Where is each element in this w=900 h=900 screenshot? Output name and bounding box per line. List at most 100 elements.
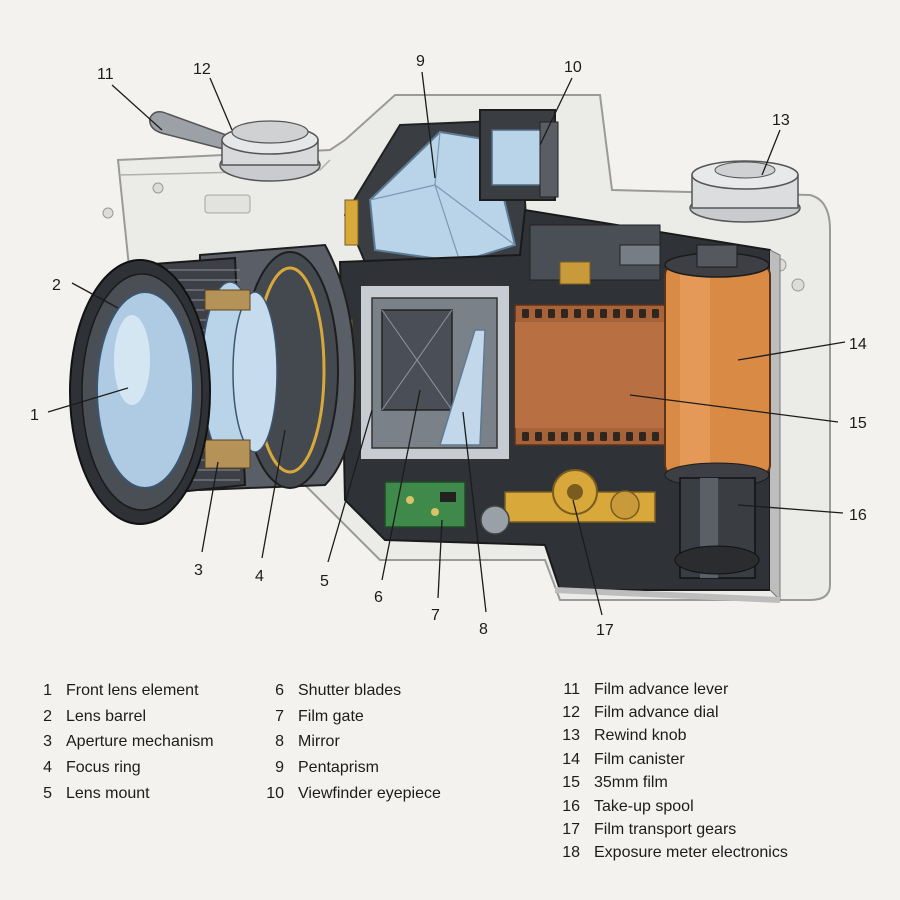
leader-line-4 — [261, 429, 286, 559]
leader-line-7 — [437, 519, 443, 599]
callout-2: 2 — [52, 277, 61, 294]
film-sprocket-hole — [548, 432, 555, 441]
legend-label: Take-up spool — [594, 797, 694, 815]
legend-number: 8 — [275, 733, 284, 751]
leader-line-17 — [572, 499, 603, 616]
film-canister — [664, 244, 771, 488]
legend-label: Viewfinder eyepiece — [298, 784, 441, 802]
legend-label: 35mm film — [594, 774, 668, 792]
film-sprocket-hole — [626, 309, 633, 318]
callout-13: 13 — [772, 112, 790, 129]
legend-item: 1 Front lens element — [26, 678, 214, 704]
film-sprocket-hole — [587, 309, 594, 318]
legend-label: Film canister — [594, 750, 685, 768]
film-sprocket-hole — [600, 309, 607, 318]
leader-lines — [47, 71, 846, 616]
film-sprocket-hole — [652, 309, 659, 318]
film-sprocket-hole — [626, 432, 633, 441]
legend-number: 12 — [562, 704, 580, 722]
legend-number: 4 — [43, 758, 52, 776]
film-sprocket-hole — [652, 432, 659, 441]
leader-line-2 — [71, 282, 119, 309]
legend-item: 2 Lens barrel — [26, 704, 214, 730]
legend-item: 4 Focus ring — [26, 755, 214, 781]
film-sprocket-hole — [587, 432, 594, 441]
leader-line-13 — [761, 129, 781, 176]
callout-1: 1 — [30, 407, 39, 424]
film-sprocket-hole — [574, 309, 581, 318]
legend-number: 9 — [275, 758, 284, 776]
callout-numbers: 1 2 3 4 5 6 7 8 9 10 11 12 13 14 15 16 1… — [30, 53, 867, 639]
legend-label: Front lens element — [66, 681, 199, 699]
legend-number: 15 — [562, 774, 580, 792]
film-sprocket-hole — [613, 309, 620, 318]
legend-label: Pentaprism — [298, 758, 379, 776]
leader-line-6 — [381, 389, 421, 581]
legend-label: Exposure meter electronics — [594, 844, 788, 862]
callout-9: 9 — [416, 53, 425, 70]
camera-cutaway-diagram: 1 2 3 4 5 6 7 8 9 10 11 12 13 14 15 16 1… — [30, 53, 867, 639]
lens-assembly — [69, 243, 357, 525]
callout-7: 7 — [431, 607, 440, 624]
legend-number: 18 — [562, 844, 580, 862]
film-sprocket-hole — [535, 432, 542, 441]
legend-label: Lens mount — [66, 784, 150, 802]
legend-number: 6 — [275, 681, 284, 699]
callout-12: 12 — [193, 61, 211, 78]
legend-item: 9 Pentaprism — [256, 755, 441, 781]
legend-item: 5 Lens mount — [26, 781, 214, 807]
legend-label: Lens barrel — [66, 707, 147, 725]
leader-line-11 — [111, 84, 163, 131]
legend-number: 14 — [562, 750, 580, 768]
legend-number: 16 — [562, 797, 580, 815]
leader-line-12 — [209, 77, 233, 131]
legend-label: Film transport gears — [594, 821, 737, 839]
film-advance-dial — [219, 120, 321, 182]
film-sprocket-hole — [574, 432, 581, 441]
legend-label: Focus ring — [66, 758, 141, 776]
film-sprocket-hole — [535, 309, 542, 318]
callout-11: 11 — [97, 66, 114, 83]
legend-number: 5 — [43, 784, 52, 802]
legend-item: 17 Film transport gears — [552, 818, 788, 841]
callout-3: 3 — [194, 562, 203, 579]
leader-line-15 — [629, 394, 839, 423]
film-sprocket-hole — [639, 309, 646, 318]
legend-item: 16 Take-up spool — [552, 795, 788, 818]
leader-line-5 — [327, 409, 373, 563]
leader-line-10 — [539, 77, 573, 146]
film-sprocket-hole — [548, 309, 555, 318]
legend-number: 13 — [562, 727, 580, 745]
legend-label: Film advance lever — [594, 680, 729, 698]
legend-item: 11 Film advance lever — [552, 678, 788, 701]
legend-number: 11 — [563, 680, 580, 698]
film-sprocket-hole — [561, 432, 568, 441]
legend-item: 14 Film canister — [552, 748, 788, 771]
leader-line-14 — [737, 341, 846, 361]
legend-label: Aperture mechanism — [66, 733, 214, 751]
film-sprocket-hole — [600, 432, 607, 441]
leader-line-3 — [201, 461, 219, 553]
film-sprocket-hole — [522, 309, 529, 318]
legend-label: Shutter blades — [298, 681, 402, 699]
film-sprocket-hole — [522, 432, 529, 441]
legend-label: Film advance dial — [594, 704, 719, 722]
legend-number: 2 — [43, 707, 52, 725]
legend-item: 6 Shutter blades — [256, 678, 441, 704]
rewind-knob — [689, 160, 801, 223]
legend-number: 1 — [43, 681, 52, 699]
film-sprocket-hole — [613, 432, 620, 441]
callout-10: 10 — [564, 59, 582, 76]
legend-item: 8 Mirror — [256, 729, 441, 755]
legend-number: 17 — [562, 821, 580, 839]
film-sprocket-hole — [561, 309, 568, 318]
viewfinder-eyepiece — [479, 109, 559, 201]
legend-label: Mirror — [298, 733, 340, 751]
callout-6: 6 — [374, 589, 383, 606]
callout-15: 15 — [849, 415, 867, 432]
